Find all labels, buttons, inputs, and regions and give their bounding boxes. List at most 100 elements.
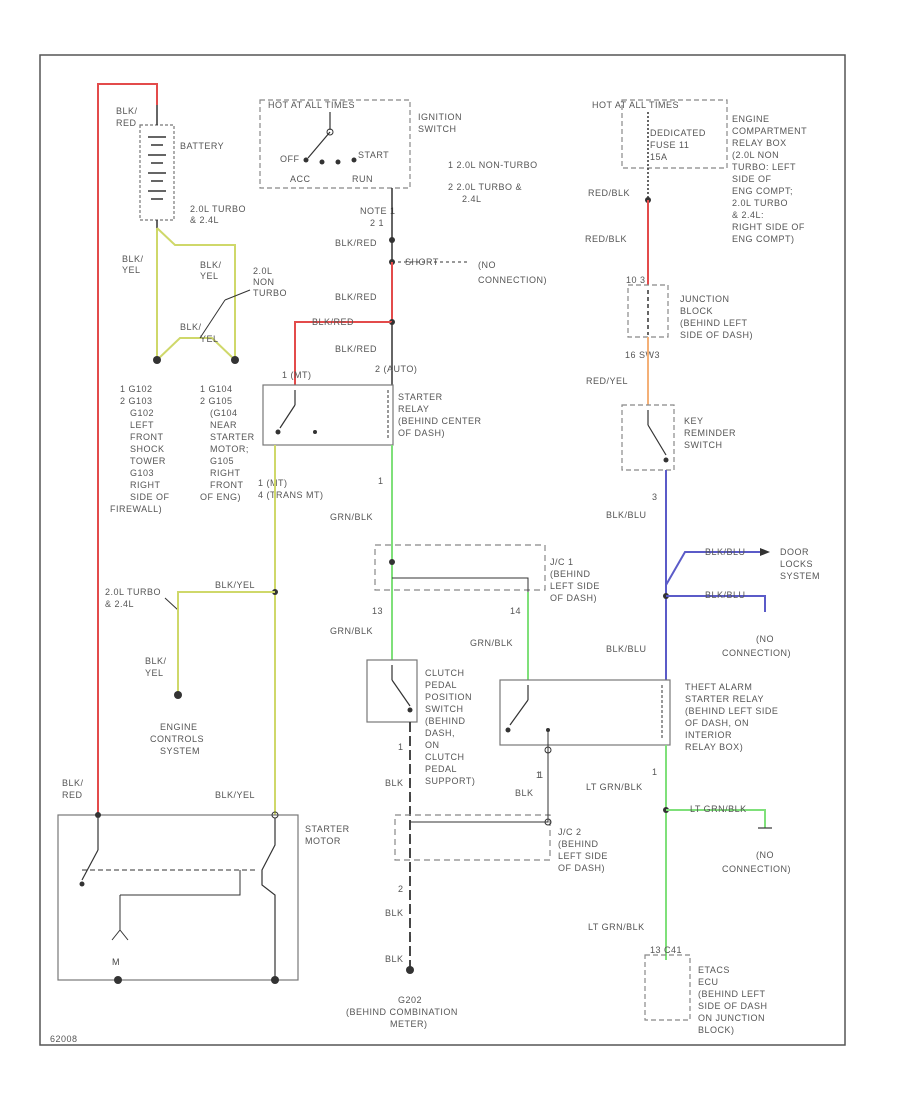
ground-label: METER) [390, 1019, 428, 1029]
battery-ground-wire-c [156, 337, 236, 361]
svg-text:TURBO: LEFT: TURBO: LEFT [732, 162, 796, 172]
wire-label: GRN/BLK [330, 512, 373, 522]
svg-text:1 G104: 1 G104 [200, 384, 233, 394]
door-locks-label: DOOR [780, 547, 809, 557]
wire-label: BLK [385, 908, 404, 918]
blk-red-branch-wire [294, 321, 392, 385]
wire-label: BLK/ [200, 260, 222, 270]
pin-label: 1 [398, 742, 404, 752]
svg-text:SHOCK: SHOCK [130, 444, 165, 454]
starter-relay-label: RELAY [398, 404, 429, 414]
svg-text:& 2.4L:: & 2.4L: [732, 210, 764, 220]
svg-text:(BEHIND LEFT: (BEHIND LEFT [698, 989, 766, 999]
key-reminder-label: SWITCH [684, 440, 723, 450]
wire-label: BLK/ [122, 254, 144, 264]
svg-text:ENG COMPT): ENG COMPT) [732, 234, 795, 244]
engine-controls-label: SYSTEM [160, 746, 200, 756]
wire-label: RED [62, 790, 83, 800]
svg-text:ETACS: ETACS [698, 965, 730, 975]
relay-pin-label: 1 (MT) [258, 478, 288, 488]
jc1-pin-label: 14 [510, 606, 521, 616]
svg-text:FIREWALL): FIREWALL) [110, 504, 162, 514]
no-connection-label: CONNECTION) [722, 648, 791, 658]
jb-pin-label: 10 3 [626, 275, 646, 285]
wire-label: BLK/ [62, 778, 84, 788]
svg-text:(G104: (G104 [210, 408, 238, 418]
svg-text:(BEHIND LEFT SIDE: (BEHIND LEFT SIDE [685, 706, 778, 716]
jc1-label: LEFT SIDE [550, 581, 600, 591]
junction-block-label: JUNCTION [680, 294, 730, 304]
nonturbo-label: TURBO [253, 288, 287, 298]
starter-relay-label: OF DASH) [398, 428, 445, 438]
pin-label: 3 [652, 492, 658, 502]
relay-box-frame [621, 99, 728, 169]
battery-symbol [139, 105, 175, 228]
wire-label: BLK/BLU [606, 644, 647, 654]
nonturbo-label: NON [253, 277, 275, 287]
wire-label: BLK/ [145, 656, 167, 666]
wire-label: BLK/BLU [705, 590, 746, 600]
battery-ground-wire-b [156, 227, 236, 360]
clutch-switch-label: CLUTCH PEDAL POSITION SWITCH (BEHIND DAS… [425, 668, 475, 786]
wire-label: BLK/RED [335, 344, 377, 354]
ignition-run-label: RUN [352, 174, 373, 184]
wire-label: GRN/BLK [470, 638, 513, 648]
svg-text:ON JUNCTION: ON JUNCTION [698, 1013, 765, 1023]
relay-pin-label: 4 (TRANS MT) [258, 490, 324, 500]
ignition-start-label: START [358, 150, 389, 160]
svg-text:SIDE OF: SIDE OF [732, 174, 772, 184]
svg-text:DASH,: DASH, [425, 728, 455, 738]
no-connection-label: (NO [756, 634, 774, 644]
battery-wire-label: BLK/ [116, 106, 138, 116]
no-connection-wire [666, 595, 766, 612]
svg-text:RELAY BOX: RELAY BOX [732, 138, 787, 148]
junction-block-label: BLOCK [680, 306, 713, 316]
wire-label: YEL [122, 265, 141, 275]
ignition-switch-label: IGNITION [418, 112, 462, 122]
no-connection-label: (NO [756, 850, 774, 860]
battery-label: BATTERY [180, 141, 224, 151]
svg-text:MOTOR;: MOTOR; [210, 444, 249, 454]
theft-alarm-relay-box [499, 679, 671, 746]
wire-label: BLK/RED [335, 292, 377, 302]
wire-label: YEL [200, 334, 219, 344]
wire-label: BLK [515, 788, 534, 798]
clutch-switch-box [366, 659, 418, 723]
svg-text:SIDE OF: SIDE OF [130, 492, 170, 502]
ignition-note: 2.4L [462, 194, 482, 204]
svg-text:RIGHT: RIGHT [210, 468, 241, 478]
turbo-label: & 2.4L [105, 599, 134, 609]
jb-pin-label: 16 SW3 [625, 350, 660, 360]
door-locks-wire [665, 551, 760, 586]
wire-label: SHORT [405, 257, 439, 267]
blk-yel-wire [177, 591, 275, 695]
turbo-label: 2.0L TURBO [190, 204, 246, 214]
wire-label: LT GRN/BLK [586, 782, 643, 792]
svg-text:SWITCH: SWITCH [425, 704, 464, 714]
svg-text:G105: G105 [210, 456, 234, 466]
relay-pin-label: 1 (MT) [282, 370, 312, 380]
svg-text:RIGHT: RIGHT [130, 480, 161, 490]
wire-label: BLK/RED [335, 238, 377, 248]
ground-dot [153, 356, 161, 364]
no-connection-label: (NO [478, 260, 496, 270]
svg-text:ON: ON [425, 740, 440, 750]
svg-text:FRONT: FRONT [210, 480, 244, 490]
diagram-id: 62008 [50, 1034, 78, 1044]
svg-text:BLOCK): BLOCK) [698, 1025, 735, 1035]
junction-block-label: SIDE OF DASH) [680, 330, 753, 340]
etacs-ecu-label: ETACS ECU (BEHIND LEFT SIDE OF DASH ON J… [698, 965, 767, 1035]
ignition-switch-box [259, 99, 411, 189]
theft-alarm-relay-label: THEFT ALARM STARTER RELAY (BEHIND LEFT S… [685, 682, 778, 752]
pin-label: 2 [398, 884, 404, 894]
motor-m-label: M [112, 957, 120, 967]
jc2-label: (BEHIND [558, 839, 599, 849]
wire-label: LT GRN/BLK [690, 804, 747, 814]
wire-label: BLK/BLU [606, 510, 647, 520]
starter-motor-label: STARTER [305, 824, 350, 834]
svg-text:PEDAL: PEDAL [425, 680, 457, 690]
fuse-label: FUSE 11 [650, 140, 689, 150]
key-reminder-label: KEY [684, 416, 704, 426]
wire-label: YEL [145, 668, 164, 678]
